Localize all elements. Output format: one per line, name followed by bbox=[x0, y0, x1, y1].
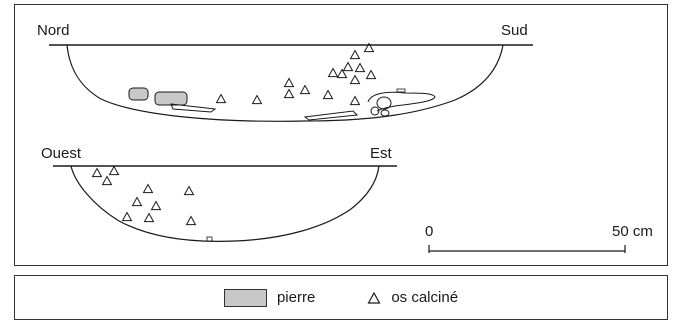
profile1-left-label: Nord bbox=[37, 22, 70, 39]
legend-item-stone: pierre bbox=[223, 288, 316, 307]
bone-marker-15 bbox=[349, 95, 361, 106]
bone-marker-21 bbox=[131, 196, 143, 207]
stone-swatch bbox=[223, 288, 267, 307]
bone-marker-11 bbox=[299, 84, 311, 95]
section-drawing bbox=[49, 42, 626, 253]
bone-marker-22 bbox=[150, 200, 162, 211]
section-drawing-panel: Nord Sud Ouest Est 0 50 cm bbox=[14, 4, 668, 266]
bone-fragment-2 bbox=[376, 96, 392, 110]
profile2-right-label: Est bbox=[370, 145, 392, 162]
profile2-pit-outline bbox=[70, 165, 380, 242]
stone-1 bbox=[128, 87, 149, 101]
bone-marker-24 bbox=[143, 212, 155, 223]
profile1-right-label: Sud bbox=[501, 22, 528, 39]
legend-item-bone: os calciné bbox=[367, 289, 458, 306]
profile2-left-label: Ouest bbox=[41, 145, 82, 162]
bone-marker-9 bbox=[283, 77, 295, 88]
legend-bone-label: os calciné bbox=[391, 289, 459, 306]
scale-end-label: 50 cm bbox=[612, 223, 653, 240]
bone-marker-7 bbox=[349, 74, 361, 85]
legend-panel: pierre os calciné bbox=[14, 275, 668, 320]
bone-marker-12 bbox=[322, 89, 334, 100]
bone-marker-13 bbox=[215, 93, 227, 104]
triangle-icon bbox=[367, 291, 381, 304]
legend-row: pierre os calciné bbox=[15, 276, 667, 319]
bone-marker-2 bbox=[349, 49, 361, 60]
bone-fragment-5 bbox=[396, 88, 406, 93]
bone-marker-16 bbox=[91, 167, 103, 178]
bone-marker-23 bbox=[121, 211, 133, 222]
bone-marker-25 bbox=[185, 215, 197, 226]
bone-marker-19 bbox=[142, 183, 154, 194]
profile1-pit-outline bbox=[66, 44, 504, 122]
bone-marker-3 bbox=[342, 61, 354, 72]
bone-marker-1 bbox=[363, 42, 375, 53]
bone-marker-4 bbox=[336, 68, 348, 79]
bone-marker-6 bbox=[327, 67, 339, 78]
bone-marker-10 bbox=[283, 88, 295, 99]
bone-fragment-1 bbox=[367, 91, 436, 112]
stone-2 bbox=[154, 91, 188, 106]
bone-markers bbox=[91, 42, 377, 226]
bone-marker-5 bbox=[354, 62, 366, 73]
bone-marker-14 bbox=[251, 94, 263, 105]
bone-fragment-3 bbox=[370, 106, 380, 116]
bone-marker-8 bbox=[365, 69, 377, 80]
bone-marker-18 bbox=[101, 175, 113, 186]
bone-fragment-4 bbox=[380, 109, 390, 117]
bone-marker-20 bbox=[183, 185, 195, 196]
stone-flat-2 bbox=[303, 110, 359, 121]
stone-flat-1 bbox=[170, 103, 217, 113]
legend-stone-label: pierre bbox=[276, 289, 316, 306]
small-fragment bbox=[206, 236, 213, 242]
bone-marker-17 bbox=[108, 165, 120, 176]
scale-start-label: 0 bbox=[425, 223, 434, 240]
